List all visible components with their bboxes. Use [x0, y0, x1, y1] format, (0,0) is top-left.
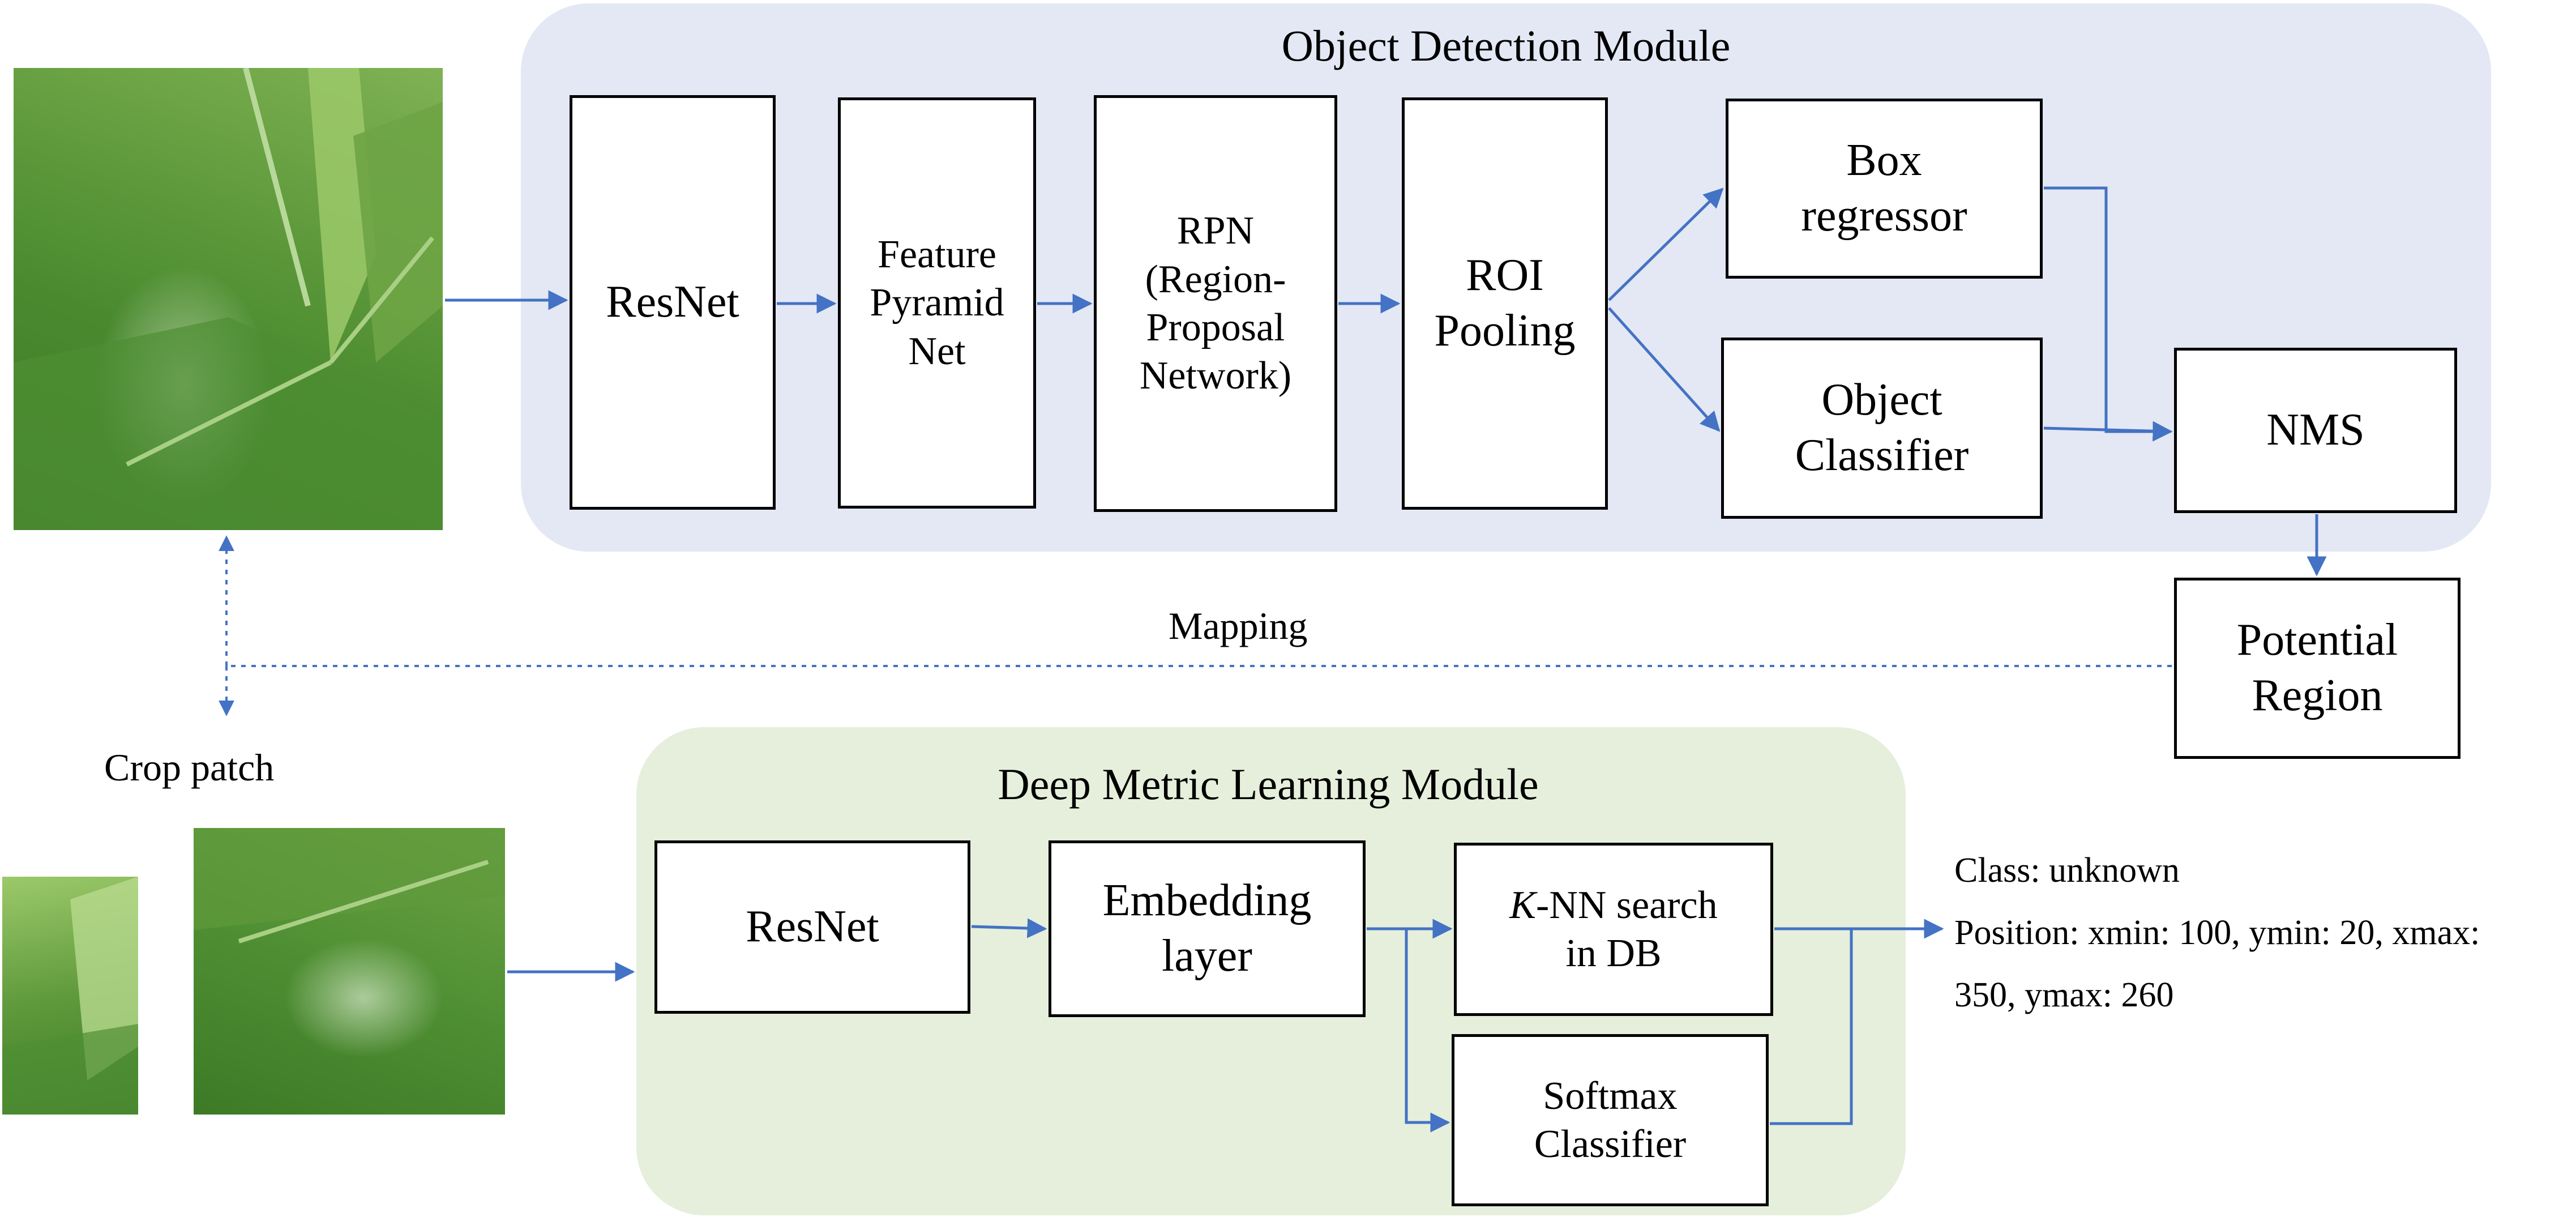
arrow-box-regressor-to-nms [2044, 186, 2173, 442]
arrow-classifier-to-nms [2043, 421, 2173, 441]
arrow-resnet-to-embedding [971, 918, 1047, 938]
object-detection-title: Object Detection Module [1281, 21, 1731, 70]
crop-patch-label: Crop patch [104, 746, 275, 789]
nms-box: NMS [2174, 348, 2457, 513]
arrow-roi-to-classifier [1608, 307, 1721, 432]
arrow-roi-to-box-regressor [1608, 187, 1724, 301]
leaf-crop-small [2, 877, 138, 1115]
arrow-softmax-to-output [1770, 929, 1853, 1125]
mapping-label: Mapping [1169, 604, 1308, 647]
leaf-input-image [14, 68, 443, 530]
leaf-crop-large [194, 828, 505, 1115]
arrow-embedding-to-softmax [1405, 929, 1450, 1133]
output-position-line2: 350, ymax: 260 [1954, 976, 2174, 1014]
output-class-text: Class: unknown [1954, 851, 2180, 890]
metric-learning-title: Deep Metric Learning Module [998, 759, 1539, 809]
od-resnet-box: ResNet [570, 95, 776, 510]
output-position-line1: Position: xmin: 100, ymin: 20, xmax: [1954, 913, 2480, 952]
dml-resnet-box: ResNet [654, 840, 970, 1014]
